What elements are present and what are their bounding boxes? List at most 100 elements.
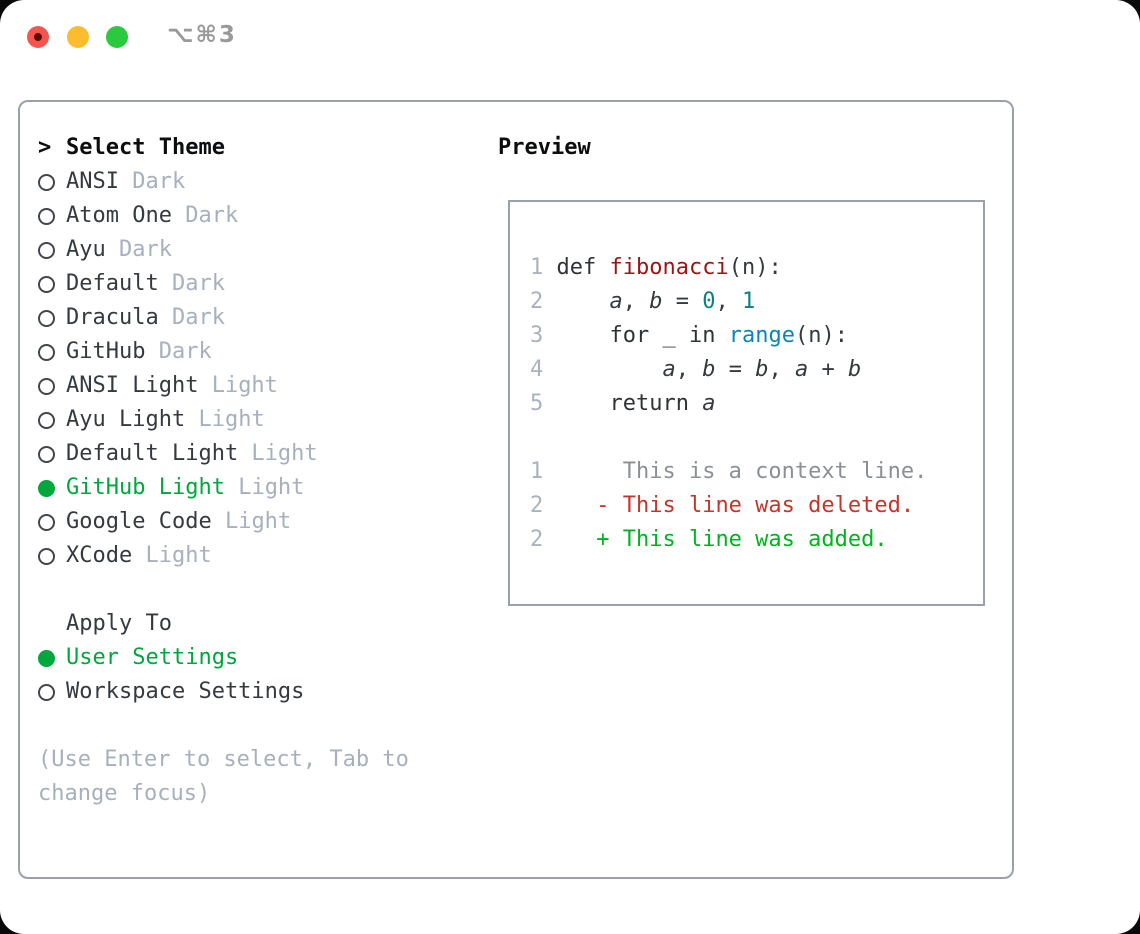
theme-option-ansi-light[interactable]: ANSI Light Light [38, 369, 409, 403]
theme-variant-badge: Light [198, 373, 278, 398]
theme-variant-badge: Dark [171, 203, 239, 228]
spacer [38, 573, 409, 607]
theme-option-github-light[interactable]: GitHub Light Light [38, 471, 409, 505]
theme-variant-badge: Dark [118, 169, 186, 194]
theme-variant-badge: Light [185, 407, 265, 432]
theme-option-atom-one[interactable]: Atom One Dark [38, 199, 409, 233]
token-plain: (n): [728, 255, 782, 280]
option-label: GitHub Light [66, 475, 225, 500]
apply-to-header-label: Apply To [66, 611, 172, 636]
theme-option-dracula[interactable]: Dracula Dark [38, 301, 409, 335]
radio-selected-icon [38, 649, 66, 667]
close-button[interactable] [27, 26, 49, 48]
theme-option-github[interactable]: GitHub Dark [38, 335, 409, 369]
token-added: + This line was added. [596, 527, 888, 552]
close-dot-icon [34, 33, 42, 41]
token-builtin: range [728, 323, 795, 348]
theme-option-default-light[interactable]: Default Light Light [38, 437, 409, 471]
theme-option-default[interactable]: Default Dark [38, 267, 409, 301]
token-deleted: - This line was deleted. [596, 493, 915, 518]
token-plain [543, 527, 596, 552]
token-linenum: 2 [530, 527, 544, 552]
radio-unselected-icon [38, 445, 66, 463]
option-label: Dracula [66, 305, 159, 330]
theme-option-ayu-light[interactable]: Ayu Light Light [38, 403, 409, 437]
token-variable: a [794, 357, 809, 382]
token-linenum: 4 [530, 357, 557, 382]
theme-selector-panel [18, 100, 1014, 879]
theme-variant-badge: Light [132, 543, 212, 568]
token-context: This is a context line. [543, 459, 928, 484]
token-plain: _ [662, 323, 689, 348]
token-plain: , [715, 289, 742, 314]
radio-unselected-icon [38, 309, 66, 327]
apply-option-user-settings[interactable]: User Settings [38, 641, 409, 675]
radio-unselected-icon [38, 547, 66, 565]
option-label: Atom One [66, 203, 172, 228]
token-plain [557, 391, 610, 416]
radio-unselected-icon [38, 173, 66, 191]
theme-variant-badge: Light [224, 475, 305, 500]
token-plain: = [662, 289, 703, 314]
theme-option-xcode[interactable]: XCode Light [38, 539, 409, 573]
diff-deleted-line: 2 - This line was deleted. [530, 489, 983, 523]
token-plain: + [808, 357, 848, 382]
radio-unselected-icon [38, 241, 66, 259]
option-label: Google Code [66, 509, 212, 534]
option-label: ANSI [66, 169, 119, 194]
token-plain: (n): [794, 323, 848, 348]
code-line-2: 2 a, b = 0, 1 [530, 285, 983, 319]
token-variable: a [662, 357, 676, 382]
token-variable: b [649, 289, 663, 314]
apply-option-workspace-settings[interactable]: Workspace Settings [38, 675, 409, 709]
theme-option-ayu[interactable]: Ayu Dark [38, 233, 409, 267]
token-keyword: return [609, 391, 703, 416]
code-line-1: 1 def fibonacci(n): [530, 251, 983, 285]
token-linenum: 3 [530, 323, 557, 348]
diff-context-line: 1 This is a context line. [530, 455, 983, 489]
code-line-4: 4 a, b = b, a + b [530, 353, 983, 387]
token-plain [557, 323, 610, 348]
select-theme-header: > Select Theme [38, 131, 409, 165]
radio-unselected-icon [38, 275, 66, 293]
theme-variant-badge: Dark [105, 237, 172, 262]
spacer [38, 709, 409, 743]
theme-variant-badge: Light [238, 441, 318, 466]
theme-variant-badge: Dark [158, 271, 225, 296]
option-label: Default [66, 271, 159, 296]
diff-added-line: 2 + This line was added. [530, 523, 983, 557]
option-label: XCode [66, 543, 133, 568]
token-number: 0 [702, 289, 716, 314]
code-line-5: 5 return a [530, 387, 983, 421]
theme-option-ansi[interactable]: ANSI Dark [38, 165, 409, 199]
minimize-button[interactable] [67, 26, 89, 48]
token-linenum: 5 [530, 391, 557, 416]
token-plain: , [622, 289, 650, 314]
token-title: fibonacci [609, 255, 729, 280]
radio-unselected-icon [38, 513, 66, 531]
token-number: 1 [741, 289, 756, 314]
option-label: Ayu Light [66, 407, 186, 432]
code-line-3: 3 for _ in range(n): [530, 319, 983, 353]
token-variable: a [609, 289, 623, 314]
option-label: GitHub [66, 339, 146, 364]
theme-option-google-code[interactable]: Google Code Light [38, 505, 409, 539]
radio-unselected-icon [38, 377, 66, 395]
option-label: Workspace Settings [66, 679, 305, 704]
select-theme-header-label: Select Theme [66, 135, 225, 160]
window-title: ⌥⌘3 [167, 22, 237, 48]
token-variable: b [847, 357, 862, 382]
zoom-button[interactable] [106, 26, 128, 48]
token-plain: , [675, 357, 703, 382]
token-keyword: def [556, 255, 610, 280]
token-variable: b [755, 357, 769, 382]
option-label: Ayu [66, 237, 106, 262]
radio-unselected-icon [38, 683, 66, 701]
token-keyword: in [688, 323, 729, 348]
option-label: ANSI Light [66, 373, 199, 398]
title-bar: ⌥⌘3 [0, 0, 1140, 74]
token-variable: b [702, 357, 716, 382]
